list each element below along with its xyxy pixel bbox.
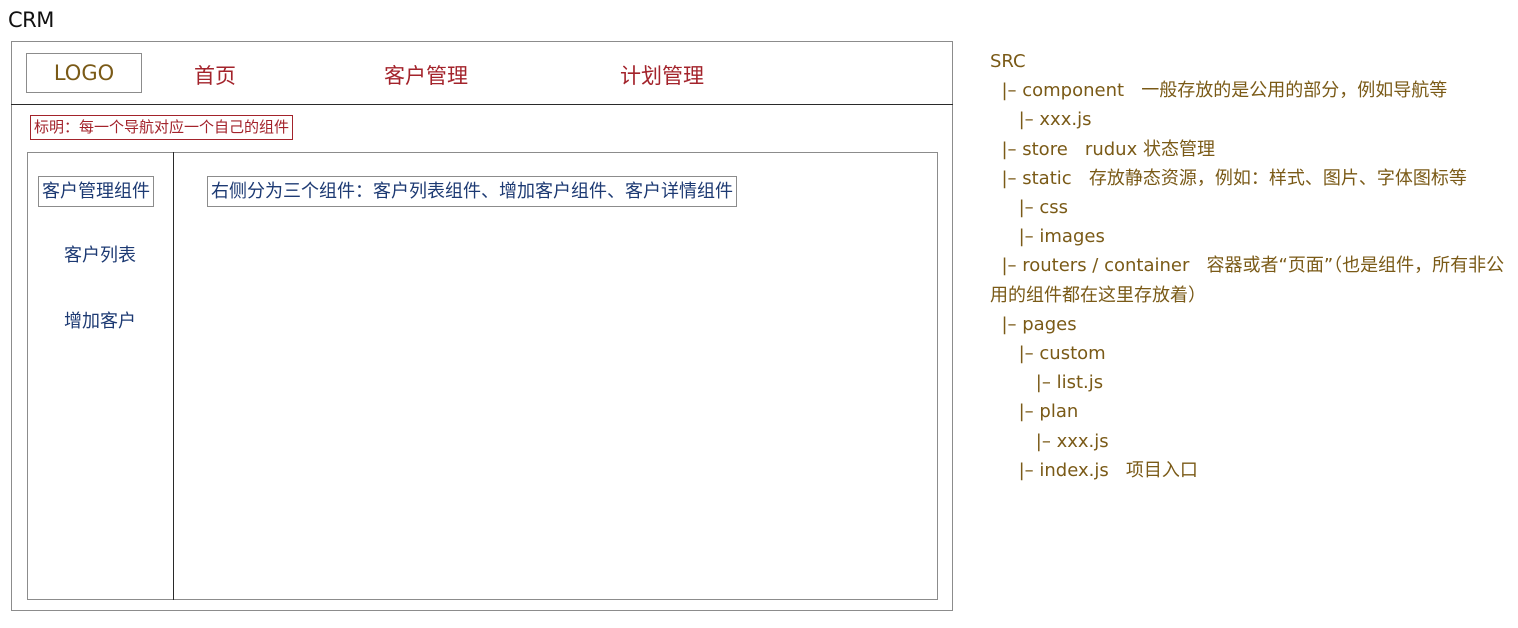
page-title: CRM: [8, 8, 54, 32]
tree-line: |– images: [990, 226, 1105, 248]
annotation-note: 标明：每一个导航对应一个自己的组件: [30, 115, 294, 140]
directory-tree: SRC |– component 一般存放的是公用的部分，例如导航等 |– xx…: [990, 47, 1510, 485]
nav-item-home: 首页: [194, 64, 236, 88]
tree-line: |– store rudux 状态管理: [990, 138, 1215, 160]
tree-line: |– static 存放静态资源，例如：样式、图片、字体图标等: [990, 167, 1467, 189]
component-container: [27, 152, 938, 600]
tree-line: |– plan: [990, 401, 1079, 423]
wireframe-frame: [11, 41, 953, 611]
logo-box: LOGO: [26, 53, 142, 93]
sidebar-item-customer-list: 客户列表: [64, 245, 136, 266]
tree-line: |– list.js: [990, 372, 1104, 394]
header-divider: [11, 104, 953, 105]
tree-line: |– custom: [990, 343, 1106, 365]
tree-line: SRC: [990, 51, 1026, 72]
tree-line: |– component 一般存放的是公用的部分，例如导航等: [990, 80, 1448, 102]
tree-line: |– xxx.js: [990, 430, 1109, 452]
tree-line: |– pages: [990, 313, 1077, 335]
sidebar-divider: [173, 152, 174, 600]
content-description: 右侧分为三个组件：客户列表组件、增加客户组件、客户详情组件: [207, 176, 737, 207]
nav-item-customer-management: 客户管理: [384, 64, 468, 88]
sidebar-item-add-customer: 增加客户: [64, 311, 136, 332]
nav-item-plan-management: 计划管理: [620, 64, 704, 88]
sidebar-title: 客户管理组件: [38, 176, 154, 207]
tree-line: |– xxx.js: [990, 109, 1092, 131]
tree-line: |– css: [990, 197, 1069, 219]
tree-line: |– routers / container 容器或者“页面”（也是组件，所有非…: [990, 255, 1505, 306]
tree-line: |– index.js 项目入口: [990, 459, 1198, 481]
